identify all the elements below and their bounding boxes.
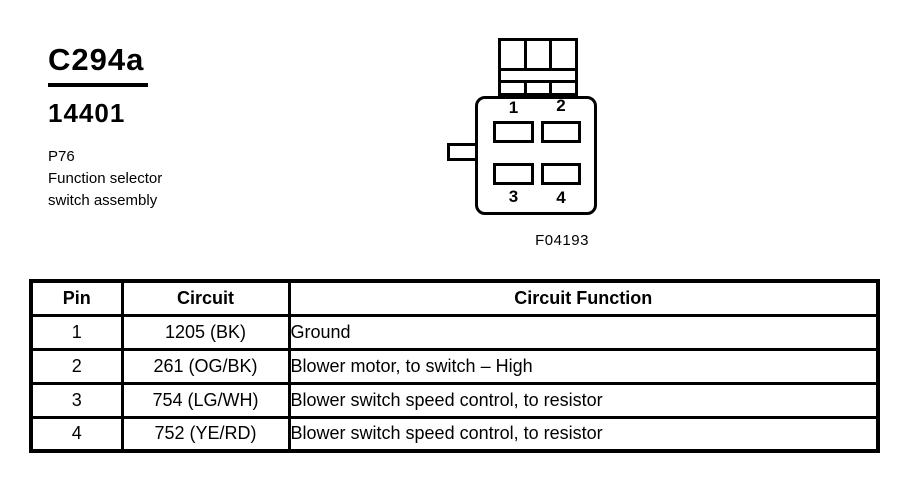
- lock-block-top-cells: [501, 41, 575, 68]
- pin-2-label: 2: [556, 96, 566, 115]
- lock-cell: [523, 83, 550, 93]
- column-header-circuit: Circuit: [120, 279, 291, 317]
- column-header-pin: Pin: [29, 279, 124, 317]
- component-name-line-2: switch assembly: [48, 192, 158, 209]
- pin-2-slot: [541, 121, 581, 143]
- part-number: 14401: [48, 98, 126, 128]
- circuit-function-cell: Blower switch speed control, to resistor: [287, 415, 880, 453]
- table-row: 4 752 (YE/RD) Blower switch speed contro…: [29, 415, 880, 453]
- table-row: 2 261 (OG/BK) Blower motor, to switch – …: [29, 347, 880, 385]
- lock-cell: [549, 83, 575, 93]
- component-ref: P76: [48, 148, 75, 165]
- circuit-function-cell: Ground: [287, 313, 880, 351]
- pin-1-slot: [493, 121, 534, 143]
- table-row: 1 1205 (BK) Ground: [29, 313, 880, 351]
- pin-cell: 1: [29, 313, 124, 351]
- pin-function-table: Pin Circuit Circuit Function 1 1205 (BK)…: [29, 279, 880, 453]
- figure-id-caption: F04193: [535, 232, 589, 249]
- circuit-cell: 1205 (BK): [120, 313, 291, 351]
- pin-cell: 2: [29, 347, 124, 385]
- pin-1-label: 1: [508, 98, 519, 117]
- pin-4-label: 4: [556, 188, 566, 207]
- circuit-cell: 754 (LG/WH): [120, 381, 291, 419]
- lock-cell: [501, 41, 524, 68]
- component-name-line-1: Function selector: [48, 170, 163, 187]
- component-description: P76 Function selector switch assembly: [48, 146, 162, 212]
- pin-3-slot: [493, 163, 534, 185]
- table-row: 3 754 (LG/WH) Blower switch speed contro…: [29, 381, 880, 419]
- column-header-circuit-function: Circuit Function: [287, 279, 880, 317]
- pin-cell: 4: [29, 415, 124, 453]
- connector-body: [475, 96, 597, 215]
- pin-cell: 3: [29, 381, 124, 419]
- connector-diagram: 1 2 3 4: [445, 35, 605, 265]
- circuit-function-cell: Blower motor, to switch – High: [287, 347, 880, 385]
- lock-block-mid-band: [501, 68, 575, 80]
- pin-4-slot: [541, 163, 581, 185]
- lock-cell: [523, 41, 550, 68]
- pin-3-label: 3: [508, 187, 519, 206]
- lock-block-bottom-cells: [501, 80, 575, 93]
- lock-cell: [549, 41, 575, 68]
- circuit-cell: 261 (OG/BK): [120, 347, 291, 385]
- table-header-row: Pin Circuit Circuit Function: [29, 279, 880, 317]
- circuit-function-cell: Blower switch speed control, to resistor: [287, 381, 880, 419]
- connector-id-title: C294a: [48, 42, 149, 87]
- circuit-cell: 752 (YE/RD): [120, 415, 291, 453]
- connector-lock-block: [498, 38, 578, 96]
- lock-cell: [501, 83, 524, 93]
